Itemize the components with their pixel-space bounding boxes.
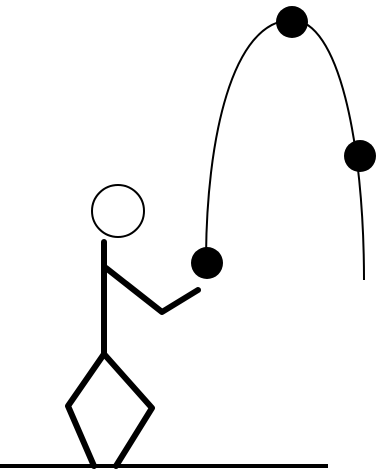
- ball-at-peak: [276, 6, 308, 38]
- ball-descending: [344, 140, 376, 172]
- ball-in-hand: [191, 247, 223, 279]
